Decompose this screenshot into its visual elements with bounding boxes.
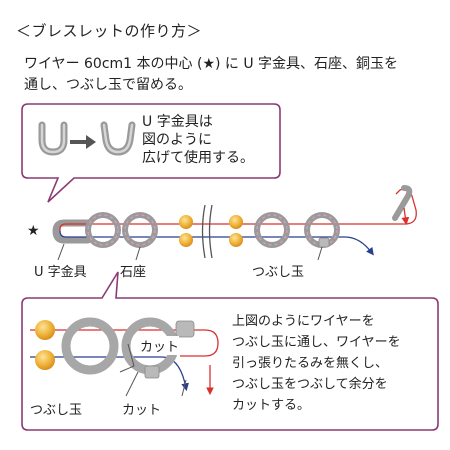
leader-stone-setting bbox=[135, 246, 141, 261]
copper-bead bbox=[179, 233, 193, 247]
callout-top-line-2: 図のように bbox=[142, 132, 212, 148]
copper-bead bbox=[229, 215, 243, 229]
u-clasp-closed-icon bbox=[38, 121, 68, 156]
callout-bottom-line-4: つぶし玉をつぶして余分を bbox=[232, 377, 388, 392]
leader-u-clasp bbox=[57, 243, 65, 261]
intro-text: ワイヤー 60cm1 本の中心 (★) に U 字金具、石座、銅玉を 通し、つぶ… bbox=[24, 54, 398, 96]
label-cut-1: カット bbox=[140, 336, 180, 355]
crimp-bead-zoom bbox=[144, 365, 160, 379]
wire-blue bbox=[59, 230, 374, 256]
callout-top-text: U 字金具は 図のように 広げて使用する。 bbox=[142, 113, 254, 167]
copper-bead bbox=[229, 233, 243, 247]
intro-line-1: ワイヤー 60cm1 本の中心 (★) に U 字金具、石座、銅玉を bbox=[24, 56, 399, 72]
callout-top-box bbox=[21, 103, 281, 203]
callout-bottom-line-3: 引っ張りたるみを無くし、 bbox=[232, 356, 389, 371]
stone-setting-ring-3 bbox=[254, 212, 290, 248]
label-crimp-bead-zoom: つぶし玉 bbox=[30, 403, 83, 418]
callout-bottom-line-5: カットする。 bbox=[232, 398, 311, 413]
leader-crimp bbox=[317, 246, 323, 261]
label-cut-2: カット bbox=[122, 403, 162, 418]
callout-top-line-1: U 字金具は bbox=[142, 114, 213, 130]
label-crimp-bead: つぶし玉 bbox=[252, 265, 305, 280]
callout-bottom-line-2: つぶし玉に通し、ワイヤーを bbox=[232, 335, 401, 350]
stone-setting-ring-zoom-1 bbox=[61, 317, 119, 375]
intro-line-2: 通し、つぶし玉で留める。 bbox=[24, 77, 192, 93]
label-stone-setting: 石座 bbox=[120, 265, 147, 280]
stone-setting-ring-1 bbox=[85, 212, 121, 248]
crimp-bead-zoom bbox=[175, 320, 195, 338]
arrow-right-icon bbox=[70, 135, 96, 149]
star-marker: ★ bbox=[27, 223, 40, 239]
callout-top-line-3: 広げて使用する。 bbox=[142, 150, 254, 166]
bracelet-assembly bbox=[52, 185, 417, 259]
callout-bottom-box bbox=[21, 271, 439, 431]
callout-bottom-line-1: 上図のようにワイヤーを bbox=[232, 314, 375, 329]
page-title: ＜ブレスレットの作り方＞ bbox=[16, 22, 203, 40]
u-clasp-open-icon bbox=[100, 121, 136, 156]
label-u-clasp: U 字金具 bbox=[34, 265, 87, 280]
copper-bead bbox=[35, 350, 55, 370]
stone-setting-ring-2 bbox=[122, 212, 158, 248]
copper-bead bbox=[35, 320, 55, 340]
callout-bottom-text: 上図のようにワイヤーを つぶし玉に通し、ワイヤーを 引っ張りたるみを無くし、 つ… bbox=[232, 311, 401, 416]
copper-bead bbox=[179, 215, 193, 229]
crimp-bead bbox=[318, 237, 330, 248]
